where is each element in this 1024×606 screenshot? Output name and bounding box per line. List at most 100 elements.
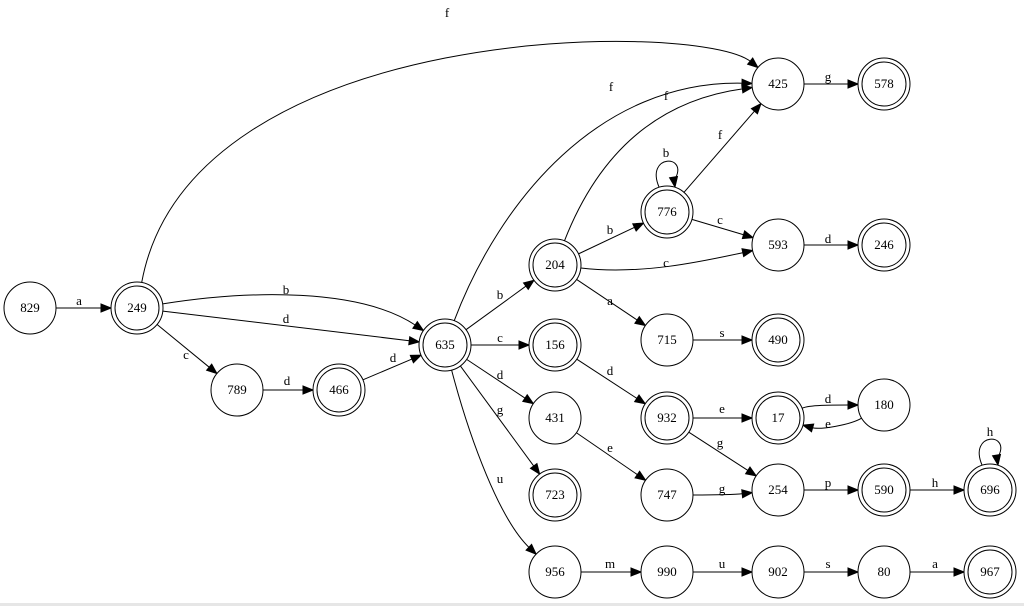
- transition-arrowhead: [668, 175, 679, 189]
- state-956: 956: [528, 545, 582, 599]
- state-label: 956: [545, 564, 565, 579]
- state-label: 254: [768, 482, 788, 497]
- transition-arrowhead: [630, 567, 643, 577]
- state-circle: [640, 545, 694, 599]
- transition-arrowhead: [847, 400, 860, 410]
- state-circle: [751, 545, 805, 599]
- state-circle: [857, 463, 911, 517]
- transition-990-902: u: [693, 556, 754, 577]
- transition-arrowhead: [741, 489, 754, 499]
- transition-arrowhead: [633, 394, 647, 405]
- state-circle: [640, 313, 694, 367]
- state-829: 829: [3, 281, 57, 335]
- transition-635-425: f: [453, 78, 754, 321]
- transition-label: d: [825, 391, 832, 406]
- transition-956-990: m: [581, 556, 643, 577]
- state-747: 747: [640, 468, 694, 522]
- accepting-state-635: 635: [418, 318, 472, 372]
- transition-249-789: c: [156, 324, 218, 375]
- state-label: 590: [874, 482, 894, 497]
- accepting-inner-ring: [532, 242, 578, 288]
- transition-arrowhead: [746, 57, 759, 69]
- state-label: 932: [657, 410, 677, 425]
- transition-arrowhead: [302, 385, 315, 395]
- state-180: 180: [857, 378, 911, 432]
- transition-label: b: [663, 145, 670, 160]
- state-431: 431: [528, 391, 582, 445]
- transition-204-776: b: [578, 222, 645, 255]
- transition-arrowhead: [953, 567, 966, 577]
- transition-249-425: f: [141, 5, 759, 283]
- transition-arrowhead: [408, 335, 421, 346]
- accepting-inner-ring: [644, 395, 690, 441]
- transition-label: m: [605, 556, 615, 571]
- accepting-inner-ring: [967, 549, 1013, 595]
- transition-label: g: [825, 69, 832, 84]
- transition-776-425: f: [683, 102, 762, 193]
- transition-line: [362, 358, 413, 381]
- transition-label: u: [719, 556, 726, 571]
- transition-label: d: [283, 311, 290, 326]
- transition-line: [578, 226, 636, 255]
- state-circle: [528, 391, 582, 445]
- state-715: 715: [640, 313, 694, 367]
- state-label: 776: [657, 204, 677, 219]
- accepting-state-156: 156: [528, 318, 582, 372]
- transition-line: [162, 310, 411, 342]
- transition-arrowhead: [847, 79, 860, 89]
- transition-593-246: d: [804, 231, 860, 250]
- transition-arrowhead: [521, 393, 535, 405]
- transition-249-635: d: [162, 310, 421, 346]
- transition-line: [580, 251, 744, 271]
- state-label: 593: [768, 237, 788, 252]
- transition-label: h: [987, 424, 994, 439]
- state-circle: [857, 57, 911, 111]
- transition-line: [978, 438, 1002, 466]
- transition-829-249: a: [56, 293, 113, 313]
- state-circle: [857, 378, 911, 432]
- state-label: 204: [545, 257, 565, 272]
- state-label: 829: [20, 300, 40, 315]
- state-label: 578: [874, 76, 894, 91]
- state-circle: [751, 218, 805, 272]
- transition-line: [576, 432, 639, 476]
- transition-789-466: d: [263, 373, 315, 395]
- accepting-state-578: 578: [857, 57, 911, 111]
- transition-17-180: d: [801, 391, 860, 410]
- state-label: 249: [127, 300, 147, 315]
- state-circle: [528, 468, 582, 522]
- state-circle: [640, 391, 694, 445]
- transition-arrowhead: [847, 485, 860, 495]
- transition-arrowhead: [750, 102, 762, 115]
- state-label: 715: [657, 332, 677, 347]
- accepting-inner-ring: [861, 61, 907, 107]
- transition-arrowhead: [205, 363, 218, 375]
- transition-label: s: [825, 556, 830, 571]
- transition-arrowhead: [529, 462, 541, 476]
- transition-776-776: b: [655, 145, 679, 189]
- transition-label: e: [607, 440, 613, 455]
- transition-label: a: [607, 293, 613, 308]
- transition-label: g: [717, 435, 724, 450]
- accepting-state-776: 776: [640, 185, 694, 239]
- state-circle: [110, 281, 164, 335]
- transition-arrowhead: [634, 470, 647, 482]
- transition-arrowhead: [847, 240, 860, 250]
- transition-label: f: [609, 79, 614, 94]
- state-circle: [751, 57, 805, 111]
- transition-204-715: a: [576, 279, 647, 327]
- state-label: 723: [545, 487, 565, 502]
- accepting-state-249: 249: [110, 281, 164, 335]
- transition-label: c: [663, 255, 669, 270]
- transition-label: c: [717, 212, 723, 227]
- transition-902-80: s: [804, 556, 860, 577]
- transition-line: [453, 82, 744, 321]
- transition-747-254: g: [692, 481, 754, 499]
- transition-715-490: s: [693, 325, 754, 345]
- transition-label: u: [497, 471, 504, 486]
- transition-label: b: [497, 287, 504, 302]
- transition-label: g: [497, 402, 504, 417]
- state-circle: [640, 185, 694, 239]
- transition-label: c: [497, 330, 503, 345]
